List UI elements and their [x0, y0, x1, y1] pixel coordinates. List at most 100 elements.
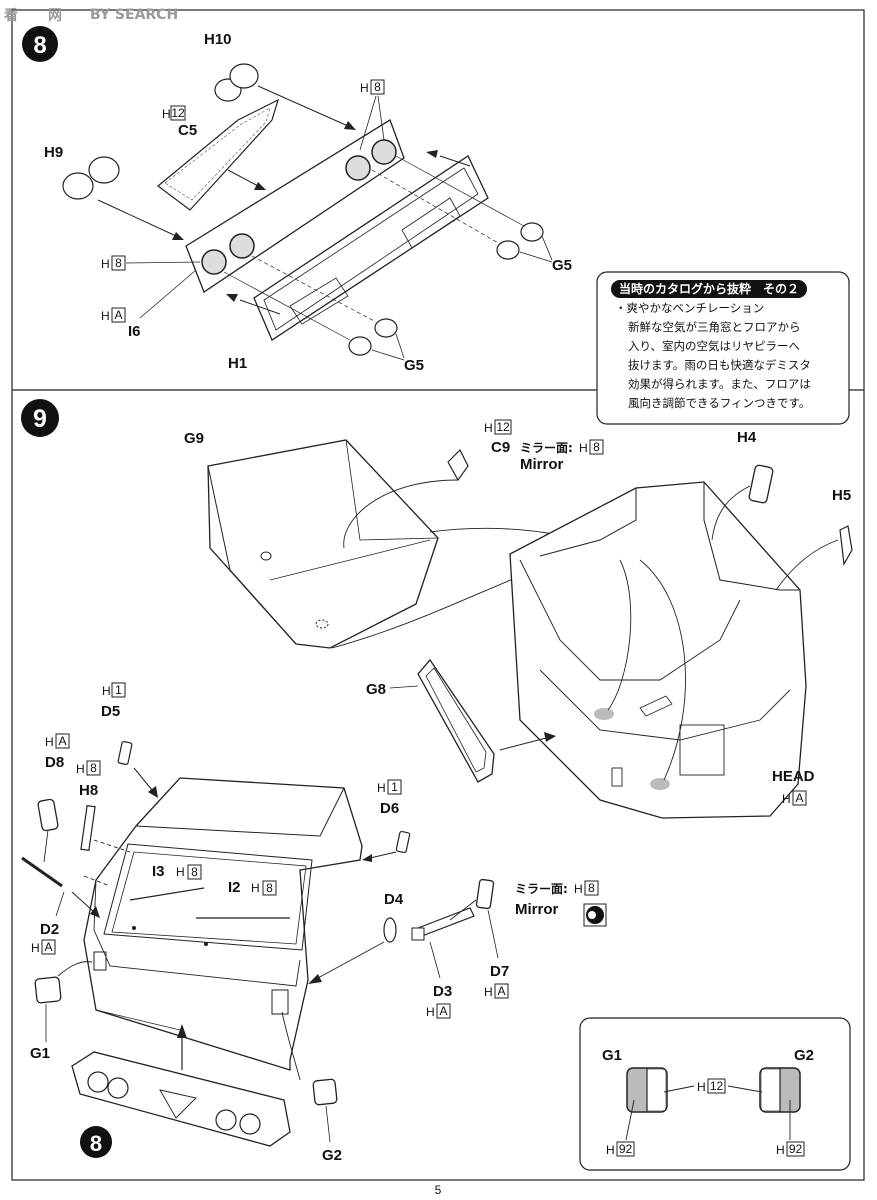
sub-8-number: 8 — [90, 1131, 102, 1156]
detail-code-g2-box — [786, 1141, 805, 1157]
part-d3: D3 H A — [411, 907, 475, 1019]
code-top8-box — [370, 79, 385, 95]
code-c5: 12 — [171, 106, 185, 120]
label-head: HEAD — [772, 768, 815, 785]
code-h8-box — [86, 760, 101, 776]
detail-code-mid-box — [707, 1078, 726, 1094]
label-d8: D8 — [45, 754, 64, 771]
page-number: 5 — [435, 1183, 442, 1197]
code-d5-h: H — [102, 684, 111, 698]
guide-g5-bottom-b — [251, 255, 377, 323]
arrow-h1 — [239, 299, 281, 315]
part-h9: H9 — [44, 144, 120, 200]
label-g5-right: G5 — [552, 257, 572, 274]
guide-c9 — [343, 479, 459, 549]
mirror1-jp: ミラー面: — [520, 441, 573, 455]
code-h8: 8 — [90, 761, 97, 775]
guide-h4 — [711, 485, 751, 541]
code-i3-h: H — [176, 865, 185, 879]
part-h4: H4 — [737, 429, 774, 504]
catalog-line-0: ・爽やかなベンチレーション — [615, 301, 764, 315]
arrow-h1b — [439, 155, 471, 167]
code-mirror2: 8 — [588, 881, 595, 895]
guide-head-b — [639, 559, 686, 781]
part-h10: H10 — [204, 31, 259, 102]
label-d5: D5 — [101, 703, 120, 720]
mirror2-h: H — [574, 882, 583, 896]
detail-code-g2-h: H — [776, 1143, 785, 1157]
label-d7: D7 — [490, 963, 509, 980]
code-d2: A — [44, 940, 52, 954]
leader-i6 — [139, 269, 197, 319]
label-d6: D6 — [380, 800, 399, 817]
code-d2-h: H — [31, 941, 40, 955]
arrowhead-d6 — [362, 854, 372, 862]
leader-d3 — [429, 941, 441, 979]
code-left8: 8 — [115, 256, 122, 270]
watermark-mid: 网 — [48, 8, 62, 24]
part-g1: G1 — [30, 976, 62, 1062]
part-d2: D2 H A — [31, 891, 65, 955]
arrowhead-sub8 — [177, 1024, 187, 1038]
guide-h8-b — [83, 875, 111, 887]
mirror1-h: H — [579, 441, 588, 455]
sub-8-badge — [80, 1126, 112, 1158]
label-c9: C9 — [491, 439, 510, 456]
guide-g2 — [281, 1011, 301, 1081]
code-c9: 12 — [496, 420, 510, 434]
label-c5: C5 — [178, 122, 197, 139]
watermark-cn: 看 — [3, 7, 18, 24]
step-9-badge — [21, 399, 59, 437]
arrowhead-h9 — [172, 232, 184, 240]
code-d8-box — [55, 733, 70, 749]
code-d8-h: H — [45, 735, 54, 749]
part-g5-bottom: G5 — [348, 318, 424, 374]
part-d5: D5 H 1 — [101, 682, 133, 766]
label-i2: I2 — [228, 879, 241, 896]
arrowhead-h1b — [426, 150, 438, 158]
code-mirror1: 8 — [593, 440, 600, 454]
arrow-h10 — [257, 85, 349, 127]
code-i2-box — [262, 880, 277, 896]
catalog-box: 当時のカタログから抜粋 その２ ・爽やかなベンチレーション 新鮮な空気が三角窓と… — [596, 271, 850, 425]
step-9-number: 9 — [33, 405, 47, 433]
chrome-finish-icon — [583, 903, 607, 927]
part-h1-panel: H1 — [228, 155, 489, 372]
code-d6-h: H — [377, 781, 386, 795]
arrowhead-c5 — [254, 182, 266, 190]
label-h5: H5 — [832, 487, 851, 504]
code-d3: A — [439, 1004, 447, 1018]
guide-g5-right-a — [371, 169, 501, 245]
part-g9: G9 — [184, 430, 439, 649]
guide-g1 — [57, 961, 93, 977]
arrow-d6 — [369, 851, 397, 859]
catalog-title-bg — [611, 280, 807, 298]
step-8: 8 H10 C5 H 12 H9 — [22, 26, 572, 374]
part-d8: D8 H A — [21, 733, 70, 888]
arrow-h9 — [97, 199, 177, 237]
code-d7: A — [497, 984, 505, 998]
detail-frame — [579, 1017, 851, 1171]
label-h8: H8 — [79, 782, 98, 799]
guide-h8-a — [93, 839, 131, 853]
detail-code-mid-h: H — [697, 1080, 706, 1094]
catalog-line-5: 風向き調節できるフィンつきです。 — [628, 396, 810, 410]
catalog-line-4: 効果が得られます。また、フロアは — [628, 377, 811, 391]
code-left8-box — [111, 255, 126, 271]
part-g8: G8 — [366, 658, 495, 783]
code-d2-box — [41, 939, 56, 955]
watermark: 看 BY SEARCH 网 — [3, 7, 178, 24]
label-h10: H10 — [204, 31, 232, 48]
label-g8: G8 — [366, 681, 386, 698]
page-frame — [11, 9, 865, 1181]
code-d5: 1 — [115, 683, 122, 697]
code-c5-box — [170, 105, 186, 121]
leader-top8-b — [377, 95, 385, 141]
detail-lens-g2 — [759, 1067, 801, 1113]
part-h8: H8 H 8 — [76, 760, 101, 852]
label-g9: G9 — [184, 430, 204, 447]
sub-assembly-8: 8 — [71, 1051, 291, 1158]
label-h9: H9 — [44, 144, 63, 161]
leader-left8 — [125, 261, 201, 264]
